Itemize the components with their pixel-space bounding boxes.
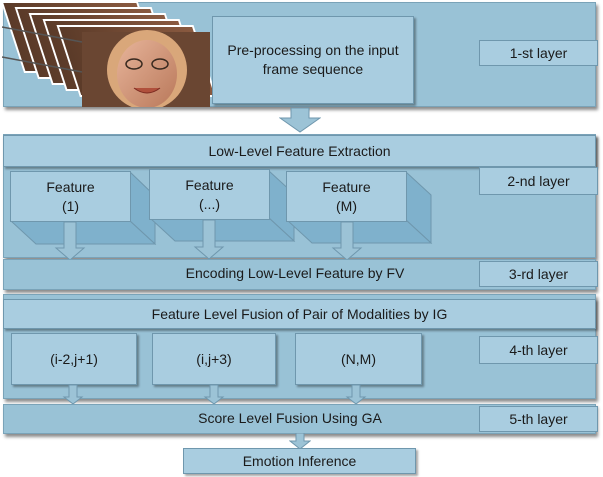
input-frame-sequence-image — [2, 2, 212, 107]
low-level-feature-extraction-label: Low-Level Feature Extraction — [208, 142, 391, 159]
arrow-layer5-to-output — [289, 433, 311, 450]
feature-m-name: Feature — [322, 178, 371, 195]
score-level-fusion-label: Score Level Fusion Using GA — [198, 410, 382, 426]
preprocessing-label: Pre-processing on the input frame sequen… — [227, 42, 399, 77]
layer-2-tag-label: 2-nd layer — [507, 173, 570, 189]
feature-box-ellipsis: Feature (...) — [149, 169, 270, 220]
layer-4-tag-label: 4-th layer — [509, 342, 568, 358]
layer-1-tag-label: 1-st layer — [509, 45, 568, 61]
pair-2-label: (i,j+3) — [196, 350, 232, 367]
emotion-inference-label: Emotion Inference — [242, 452, 357, 469]
feature-level-fusion-box: Feature Level Fusion of Pair of Modaliti… — [3, 299, 596, 329]
layer-3-tag-label: 3-rd layer — [508, 266, 569, 282]
pair-1-label: (i-2,j+1) — [50, 350, 98, 367]
feature-box-m: Feature (M) — [286, 171, 407, 222]
layer-5-tag: 5-th layer — [479, 406, 598, 432]
layer-1-tag: 1-st layer — [479, 40, 598, 66]
pair-box-2: (i,j+3) — [152, 333, 276, 385]
encoding-fv-label: Encoding Low-Level Feature by FV — [185, 265, 405, 281]
feature-1-index: (1) — [61, 197, 80, 214]
feature-ellipsis-name: Feature — [185, 176, 234, 193]
feature-ellipsis-index: (...) — [199, 195, 220, 212]
layer-3-tag: 3-rd layer — [479, 261, 598, 287]
feature-level-fusion-label: Feature Level Fusion of Pair of Modaliti… — [151, 305, 448, 322]
low-level-feature-extraction-box: Low-Level Feature Extraction — [3, 135, 596, 167]
emotion-inference-box: Emotion Inference — [183, 448, 416, 474]
feature-m-index: (M) — [336, 197, 357, 214]
arrow-layer1-to-layer2 — [279, 107, 321, 133]
layer-4-tag: 4-th layer — [479, 336, 598, 364]
feature-box-1: Feature (1) — [10, 171, 131, 222]
layer-2-tag: 2-nd layer — [479, 167, 598, 195]
pair-box-1: (i-2,j+1) — [11, 333, 137, 385]
feature-1-name: Feature — [46, 178, 95, 195]
pair-3-label: (N,M) — [341, 350, 376, 367]
preprocessing-box: Pre-processing on the input frame sequen… — [212, 16, 414, 104]
layer-5-tag-label: 5-th layer — [509, 411, 568, 427]
